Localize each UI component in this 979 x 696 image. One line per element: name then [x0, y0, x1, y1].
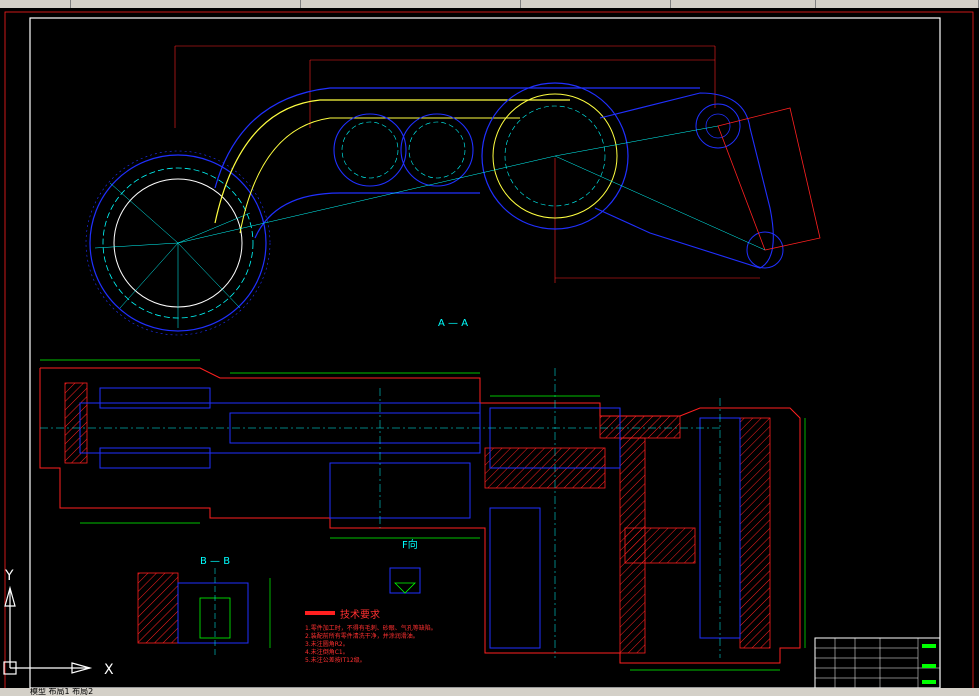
pivot-upper [695, 103, 741, 149]
toolbar-segment[interactable] [815, 0, 979, 8]
toolbar-segment[interactable] [70, 0, 301, 8]
ucs-y-label: Y [4, 568, 14, 584]
beam-outline-outer [214, 87, 700, 189]
toolbar-segment[interactable] [300, 0, 521, 8]
tech-note: 3.未注圆角R2。 [305, 640, 349, 648]
rocker-arm [594, 92, 774, 269]
layout-tab-bar: 模型 布局1 布局2 [0, 688, 979, 696]
ucs-x-label: X [104, 662, 114, 678]
tech-note: 1.零件加工时，不得有毛刺、砂眼、气孔等缺陷。 [305, 624, 437, 632]
cad-drawing-canvas[interactable]: A — A [0, 8, 979, 688]
tech-note: 5.未注公差按IT12级。 [305, 656, 366, 664]
section-aa-label: A — A [438, 318, 468, 329]
view-f-label: F向 [402, 538, 418, 551]
section-aa-outline [39, 367, 801, 664]
force-triangle [717, 107, 821, 251]
tech-note: 4.未注倒角C1。 [305, 648, 349, 656]
beam-centerline [214, 99, 570, 224]
toolbar-segment[interactable] [520, 0, 671, 8]
tech-requirements: 技术要求 1.零件加工时，不得有毛刺、砂眼、气孔等缺陷。 2.装配前所有零件清洗… [305, 608, 437, 664]
drawing-frame [29, 17, 941, 688]
toolbar-segment[interactable] [670, 0, 816, 8]
large-gear-outer [89, 154, 267, 332]
drawing-outer-frame [4, 11, 974, 688]
window-toolbar [0, 0, 979, 8]
idler-gear-1 [333, 113, 407, 187]
tech-note: 2.装配前所有零件清洗干净，并涂润滑油。 [305, 632, 419, 640]
toolbar-segment[interactable] [0, 0, 71, 8]
title-block [814, 637, 941, 688]
pivot-lower [746, 231, 784, 269]
section-bb-label: B — B [200, 556, 230, 567]
top-view [85, 45, 821, 336]
ucs-icon: Y X [3, 568, 114, 678]
section-bb-view [137, 568, 271, 658]
beam-outline-inner [254, 192, 480, 239]
idler-gear-2 [400, 113, 474, 187]
tech-requirements-heading: 技术要求 [340, 608, 380, 621]
drive-gear-outer [481, 82, 629, 230]
section-aa-view [39, 359, 806, 671]
layout-tabs-text[interactable]: 模型 布局1 布局2 [30, 688, 94, 696]
view-f [389, 567, 421, 594]
